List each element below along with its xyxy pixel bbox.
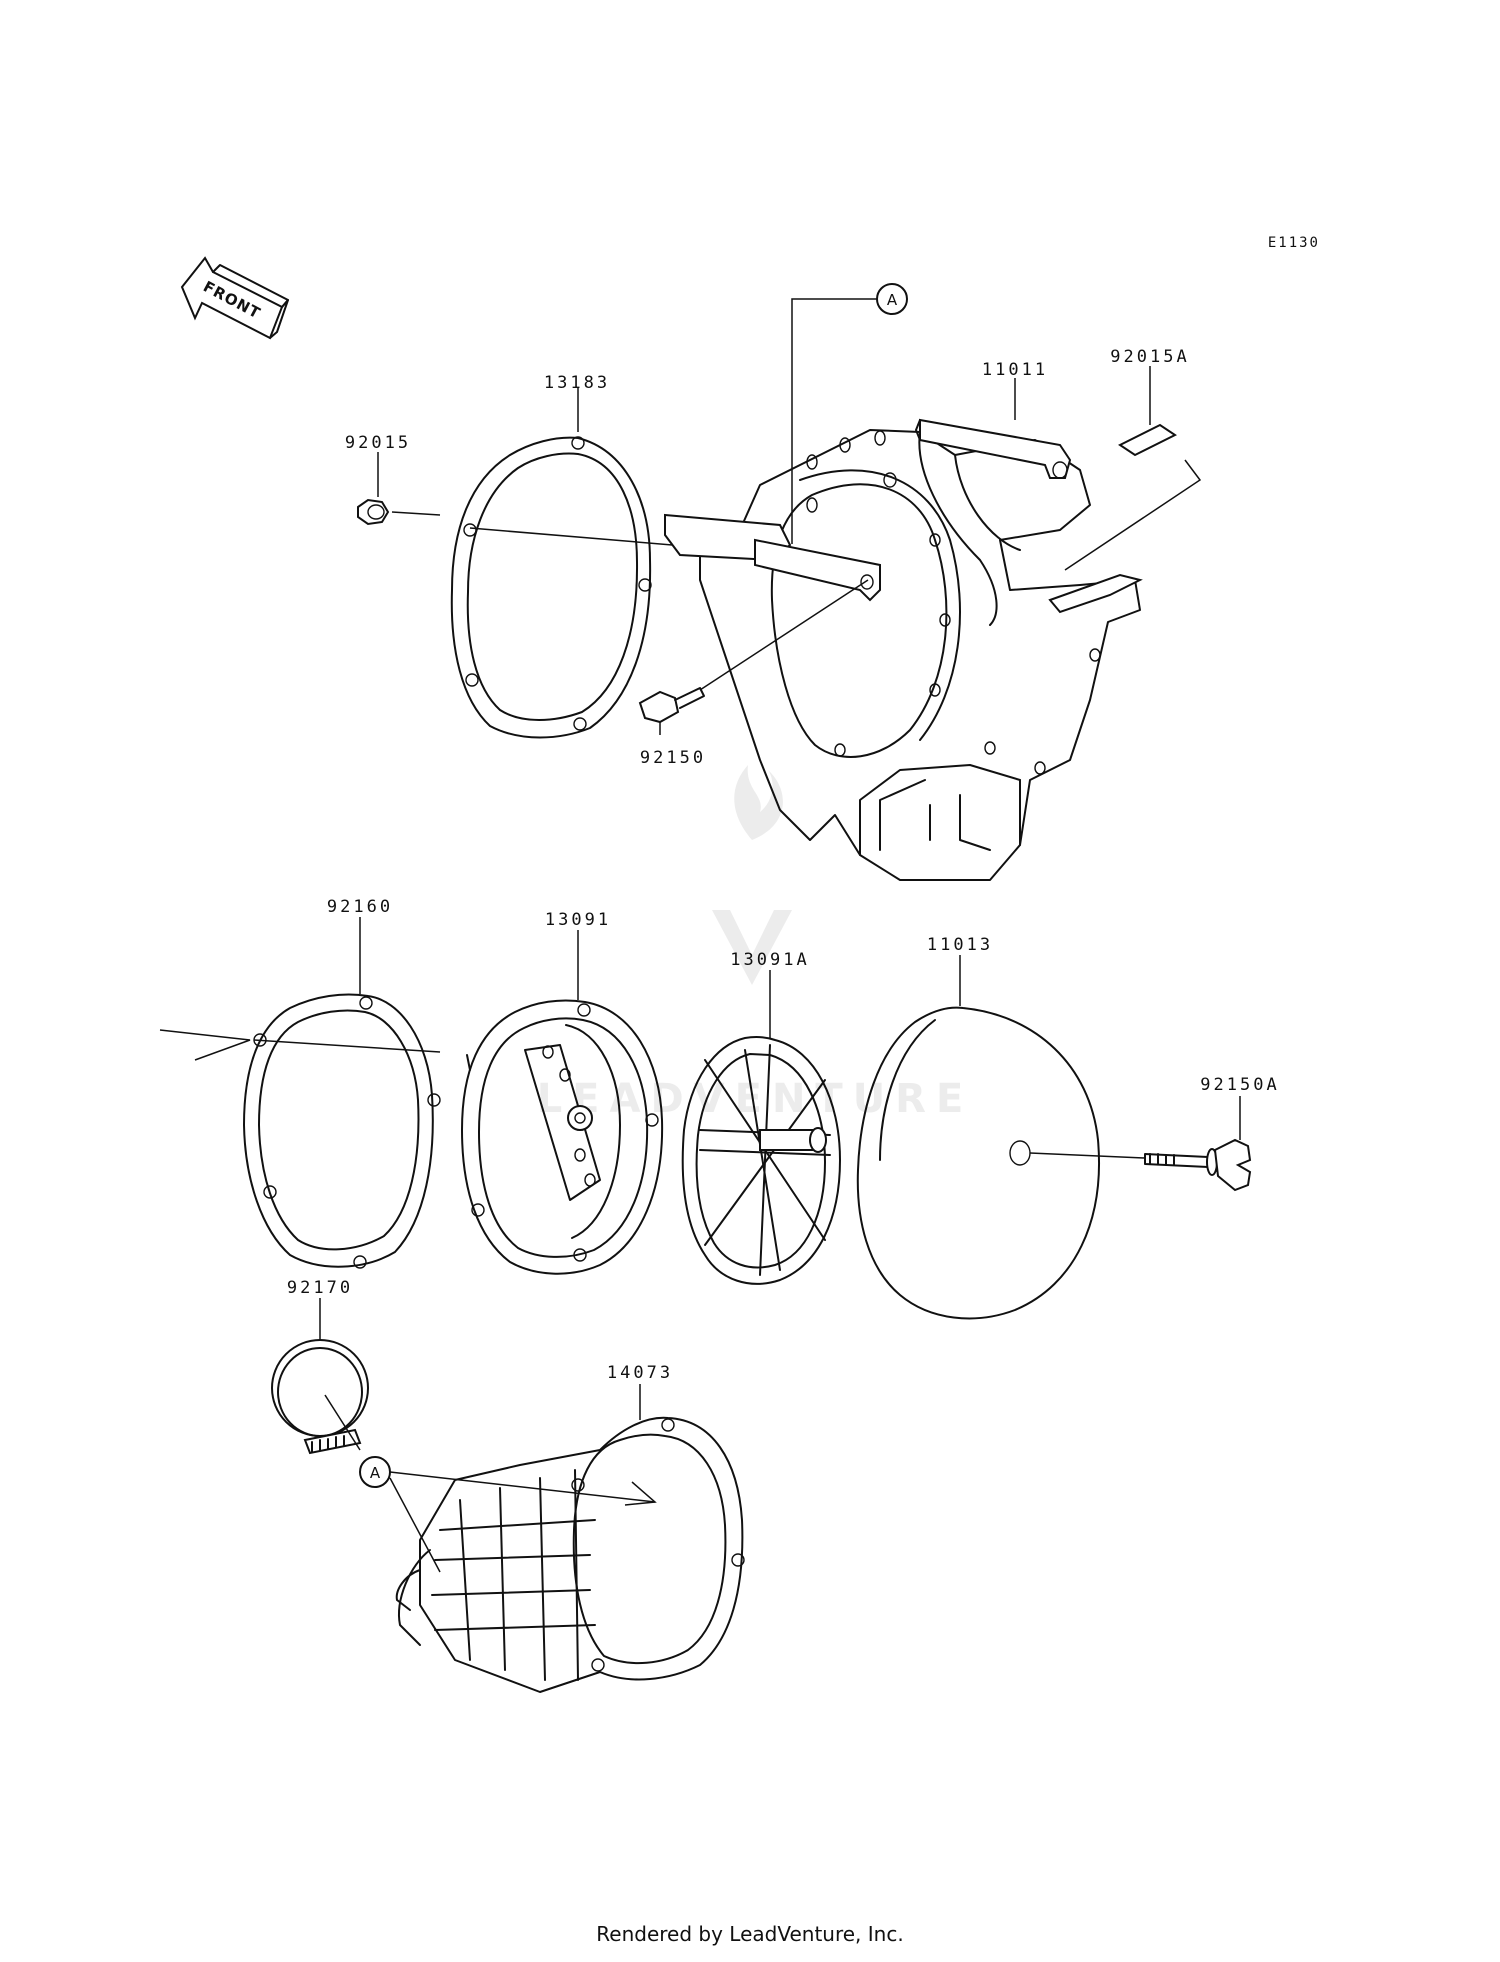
callout-a-bottom-letter: A xyxy=(370,1464,381,1482)
part-number-11011: 11011 xyxy=(982,360,1048,380)
footer-credit: Rendered by LeadVenture, Inc. xyxy=(596,1922,904,1946)
part-number-92015A: 92015A xyxy=(1110,347,1189,367)
part-number-labels: 13183 92015 11011 92015A 92150 92160 130… xyxy=(287,347,1279,1383)
front-direction-arrow: FRONT xyxy=(180,256,289,340)
reference-code: E1130 xyxy=(1268,235,1320,251)
gasket-13183 xyxy=(450,387,652,739)
part-number-92170: 92170 xyxy=(287,1278,353,1298)
wing-bolt-92150A xyxy=(1029,1096,1252,1192)
part-number-13091A: 13091A xyxy=(730,950,809,970)
clamp-92170 xyxy=(271,1298,369,1455)
filter-holder-13091 xyxy=(461,930,664,1275)
part-number-92150: 92150 xyxy=(640,748,706,768)
callout-a-letter: A xyxy=(887,291,898,309)
part-number-13091: 13091 xyxy=(545,910,611,930)
callout-a-bottom: A xyxy=(359,1456,657,1573)
air-box-11011 xyxy=(664,378,1143,881)
clip-92015A xyxy=(1064,366,1202,571)
part-number-92160: 92160 xyxy=(327,897,393,917)
part-number-92015: 92015 xyxy=(345,433,411,453)
bolt-92150 xyxy=(638,579,869,735)
part-number-11013: 11013 xyxy=(927,935,993,955)
leadventure-watermark: LEADVENTURE xyxy=(537,765,963,1122)
gasket-92160 xyxy=(159,917,441,1269)
part-number-14073: 14073 xyxy=(607,1363,673,1383)
part-number-92150A: 92150A xyxy=(1200,1075,1279,1095)
filter-cage-13091A xyxy=(681,970,841,1285)
air-filter-11013 xyxy=(856,955,1100,1320)
callout-a-top: A xyxy=(791,283,908,555)
part-number-13183: 13183 xyxy=(544,373,610,393)
intake-boot-14073 xyxy=(395,1384,745,1693)
